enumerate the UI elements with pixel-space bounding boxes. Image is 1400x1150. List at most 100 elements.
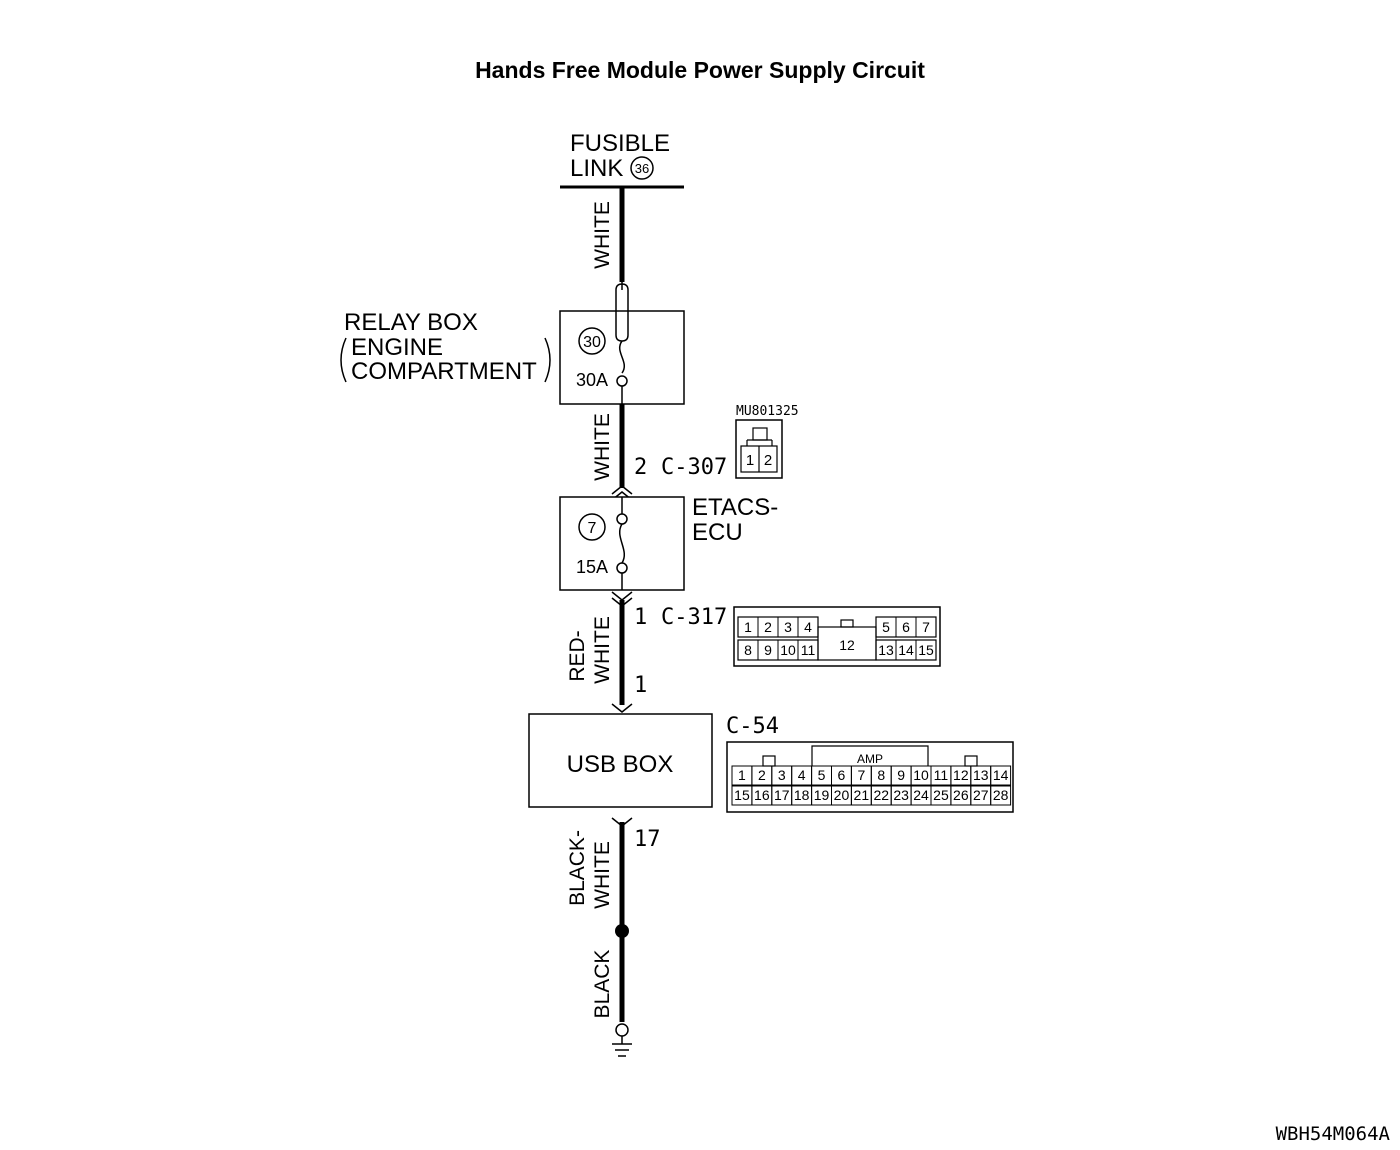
c54-pin-5: 5	[818, 767, 826, 783]
c317-pin-6: 6	[902, 619, 910, 635]
c54-name: C-54	[726, 714, 779, 739]
relay-box-paren-left	[340, 337, 347, 383]
ground-symbol	[612, 1023, 632, 1057]
c54-pin-2: 2	[758, 767, 766, 783]
c54-pin-21: 21	[854, 787, 870, 803]
c317-latch	[840, 619, 854, 628]
c317-name: C-317	[661, 605, 727, 630]
c54-pin-4: 4	[798, 767, 806, 783]
c317-pin-2: 2	[764, 619, 772, 635]
etacs-label-2: ECU	[692, 519, 743, 546]
wire-label-red-white-1: RED-	[566, 630, 589, 681]
c317-pin-11: 11	[801, 642, 816, 658]
c54-pin-19: 19	[814, 787, 830, 803]
c317-pin-7: 7	[922, 619, 930, 635]
c54-pin-18: 18	[794, 787, 810, 803]
c54-pin-23: 23	[893, 787, 909, 803]
c54-pin-15: 15	[734, 787, 750, 803]
figure-code: WBH54M064A	[1276, 1123, 1391, 1145]
diagram-title: Hands Free Module Power Supply Circuit	[475, 57, 925, 83]
c54-pin-14: 14	[993, 767, 1009, 783]
c54-pin-28: 28	[993, 787, 1009, 803]
c54-pin-16: 16	[754, 787, 770, 803]
relay-fuse-element-icon	[619, 340, 625, 374]
c54-pin-17: 17	[774, 787, 790, 803]
c317-pin-4-cell	[797, 616, 819, 638]
etacs-fuse-terminal-top-icon	[616, 513, 628, 525]
c54-pin-7: 7	[857, 767, 865, 783]
connector-c307: 2 C-307 MU801325 1 2	[611, 404, 799, 501]
c54-pin-3: 3	[778, 767, 786, 783]
c317-pin-13: 13	[878, 642, 894, 658]
c54-pin-28-cell	[990, 785, 1012, 806]
c317-pin-4: 4	[804, 619, 812, 635]
c54-pin-14-cell	[990, 765, 1012, 786]
etacs-fuse-rating: 15A	[576, 557, 608, 577]
fusible-link-label-2: LINK	[570, 155, 623, 182]
c317-pin-11-cell	[797, 639, 819, 661]
c54-pin-6: 6	[838, 767, 846, 783]
c307-pin: 2	[634, 455, 647, 480]
wire-label-black: BLACK	[591, 950, 614, 1019]
c317-pin-3: 3	[784, 619, 792, 635]
fusible-link-number-circle	[630, 156, 654, 180]
c54-pin-8: 8	[877, 767, 885, 783]
c54-pin-9: 9	[897, 767, 905, 783]
c317-pin-5: 5	[882, 619, 890, 635]
usb-box-marker-bottom	[611, 817, 633, 827]
etacs-fuse-number: 7	[588, 520, 597, 537]
fusible-link-label-1: FUSIBLE	[570, 130, 670, 157]
c54-face-outline	[726, 741, 1014, 813]
usb-box-outline	[528, 713, 713, 808]
relay-box-label-1: RELAY BOX	[344, 309, 478, 336]
relay-fuse-number: 30	[583, 334, 601, 351]
relay-box-label-3: COMPARTMENT	[351, 358, 537, 385]
etacs-fuse-terminal-bottom-icon	[616, 562, 628, 574]
etacs-fuse-number-circle	[578, 513, 606, 541]
c317-marker-top	[611, 591, 633, 601]
c54-pin-26: 26	[953, 787, 969, 803]
c54-pin-11: 11	[934, 767, 949, 783]
c317-pin-15-cell	[915, 639, 937, 661]
c54-pin-10: 10	[913, 767, 929, 783]
c317-pin-center: 12	[839, 637, 855, 653]
c317-pin: 1	[634, 605, 647, 630]
c317-pin-8: 8	[744, 642, 752, 658]
c317-pin-9: 9	[764, 642, 772, 658]
wire-label-white-2: WHITE	[591, 413, 614, 481]
c307-pin-1: 1	[746, 452, 754, 469]
c307-marker-top	[611, 485, 633, 495]
etacs-label-1: ETACS-	[692, 494, 778, 521]
c307-part-number: MU801325	[736, 404, 799, 419]
wire-label-red-white-2: WHITE	[591, 616, 614, 684]
relay-fuse-number-circle	[578, 327, 606, 355]
c54-pin-20: 20	[834, 787, 850, 803]
etacs-fuse-element-icon	[619, 523, 625, 564]
usb-box: USB BOX 17	[528, 703, 713, 852]
relay-box: 30 30A RELAY BOX ENGINE COMPARTMENT	[340, 282, 685, 405]
c54-pin-27: 27	[973, 787, 989, 803]
c317-pin-14: 14	[898, 642, 914, 658]
c317-marker-bottom	[611, 597, 633, 607]
usb-box-marker-top	[611, 703, 633, 713]
usb-box-pin-1: 1	[634, 673, 647, 698]
usb-box-pin-17: 17	[634, 827, 661, 852]
c317-pin-7-cell	[915, 616, 937, 638]
etacs-ecu-box: 7 15A ETACS- ECU	[559, 494, 778, 591]
relay-fuse-terminal-icon	[616, 375, 628, 387]
relay-box-paren-right	[544, 337, 551, 383]
relay-fuse-link-icon	[615, 282, 629, 342]
c54-amp-bracket	[811, 745, 929, 766]
c317-pin-10: 10	[780, 642, 796, 658]
fusible-link-number: 36	[635, 161, 649, 176]
relay-box-label-2: ENGINE	[351, 334, 443, 361]
c54-pin-22: 22	[873, 787, 889, 803]
wire-label-black-white-1: BLACK-	[566, 830, 589, 906]
ground-terminal-icon	[615, 1023, 629, 1037]
c54-pin-25: 25	[933, 787, 949, 803]
